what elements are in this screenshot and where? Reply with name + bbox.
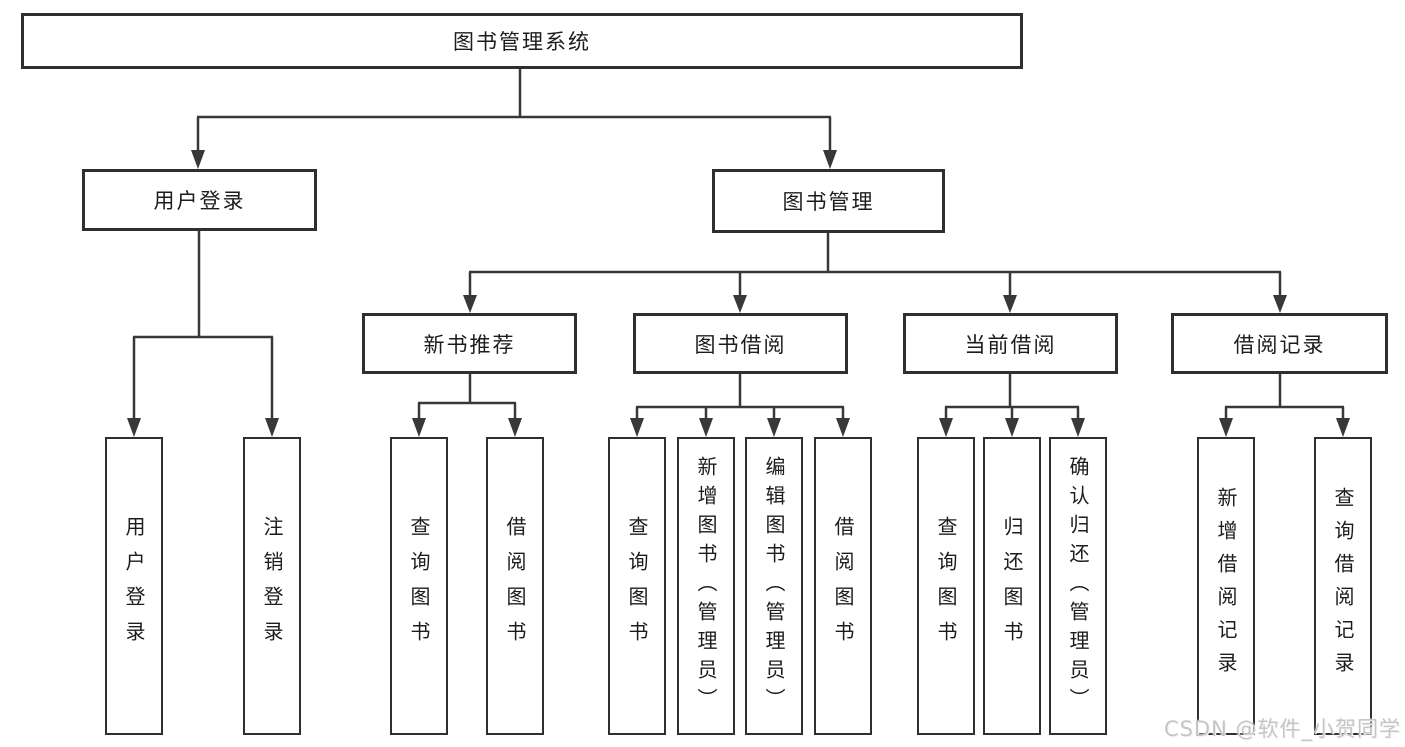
leaf-borrow-borrow-books-label: 借阅图书 bbox=[831, 516, 855, 656]
leaf-borrow-borrow-books: 借阅图书 bbox=[814, 437, 872, 735]
node-new-book-recommend: 新书推荐 bbox=[362, 313, 577, 374]
node-root-label: 图书管理系统 bbox=[453, 30, 591, 54]
leaf-recommend-query-books-label: 查询图书 bbox=[407, 516, 431, 656]
leaf-current-return-books: 归还图书 bbox=[983, 437, 1041, 735]
leaf-current-return-books-label: 归还图书 bbox=[1000, 516, 1024, 656]
leaf-current-query-books: 查询图书 bbox=[917, 437, 975, 735]
connector-group-current bbox=[939, 374, 1085, 437]
leaf-recommend-borrow-books-label: 借阅图书 bbox=[503, 516, 527, 656]
connector-root bbox=[191, 69, 837, 169]
connector-user-branch bbox=[127, 231, 279, 437]
node-user-login-branch-label: 用户登录 bbox=[153, 189, 246, 213]
node-book-management-branch: 图书管理 bbox=[712, 169, 945, 233]
node-new-book-recommend-label: 新书推荐 bbox=[423, 332, 516, 357]
node-borrow-records: 借阅记录 bbox=[1171, 313, 1388, 374]
leaf-user-login-label: 用户登录 bbox=[122, 516, 146, 656]
leaf-current-confirm-return-admin-label: 确认归还（管理员） bbox=[1066, 455, 1090, 717]
leaf-records-query-borrow-record: 查询借阅记录 bbox=[1314, 437, 1372, 735]
connector-book-branch bbox=[463, 233, 1287, 313]
connector-group-recommend bbox=[412, 374, 522, 437]
leaf-current-query-books-label: 查询图书 bbox=[934, 516, 958, 656]
leaf-records-add-borrow-record-label: 新增借阅记录 bbox=[1214, 487, 1238, 685]
node-root: 图书管理系统 bbox=[21, 13, 1023, 69]
node-current-borrow: 当前借阅 bbox=[903, 313, 1118, 374]
node-user-login-branch: 用户登录 bbox=[82, 169, 317, 231]
leaf-records-add-borrow-record: 新增借阅记录 bbox=[1197, 437, 1255, 735]
leaf-borrow-query-books-label: 查询图书 bbox=[625, 516, 649, 656]
leaf-borrow-edit-books-admin: 编辑图书（管理员） bbox=[745, 437, 803, 735]
leaf-borrow-query-books: 查询图书 bbox=[608, 437, 666, 735]
leaf-borrow-edit-books-admin-label: 编辑图书（管理员） bbox=[762, 455, 786, 717]
node-book-borrow: 图书借阅 bbox=[633, 313, 848, 374]
leaf-borrow-add-books-admin-label: 新增图书（管理员） bbox=[694, 455, 718, 717]
node-current-borrow-label: 当前借阅 bbox=[964, 332, 1057, 357]
connector-group-records bbox=[1219, 374, 1350, 437]
node-book-management-branch-label: 图书管理 bbox=[782, 190, 875, 214]
leaf-recommend-borrow-books: 借阅图书 bbox=[486, 437, 544, 735]
leaf-current-confirm-return-admin: 确认归还（管理员） bbox=[1049, 437, 1107, 735]
leaf-borrow-add-books-admin: 新增图书（管理员） bbox=[677, 437, 735, 735]
leaf-logout-label: 注销登录 bbox=[260, 516, 284, 656]
leaf-logout: 注销登录 bbox=[243, 437, 301, 735]
leaf-user-login: 用户登录 bbox=[105, 437, 163, 735]
leaf-records-query-borrow-record-label: 查询借阅记录 bbox=[1331, 487, 1355, 685]
node-borrow-records-label: 借阅记录 bbox=[1233, 332, 1326, 357]
csdn-watermark: CSDN @软件_小贺同学 bbox=[1163, 717, 1401, 741]
node-book-borrow-label: 图书借阅 bbox=[694, 332, 787, 357]
connector-group-borrow bbox=[630, 374, 850, 437]
leaf-recommend-query-books: 查询图书 bbox=[390, 437, 448, 735]
